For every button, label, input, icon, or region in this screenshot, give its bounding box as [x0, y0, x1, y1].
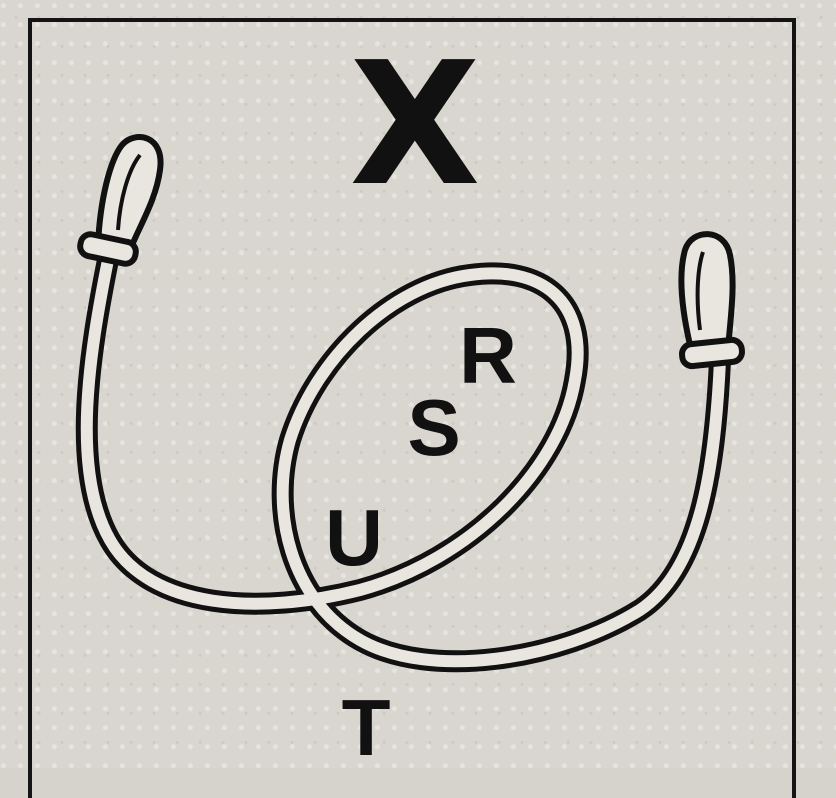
- right-handle-collar: [681, 339, 743, 367]
- rope-outline: [87, 260, 720, 661]
- right-handle-grip: [681, 234, 732, 350]
- label-r: R: [459, 311, 517, 400]
- label-s: S: [407, 383, 460, 472]
- jump-rope-icon: [87, 260, 720, 661]
- right-handle-icon: [681, 234, 743, 367]
- label-u: U: [325, 493, 383, 582]
- label-x: X: [349, 26, 480, 224]
- left-handle-grip: [98, 137, 161, 250]
- label-t: T: [342, 683, 391, 768]
- left-handle-icon: [78, 137, 160, 266]
- jump-rope-diagram: X R S U T: [0, 0, 836, 768]
